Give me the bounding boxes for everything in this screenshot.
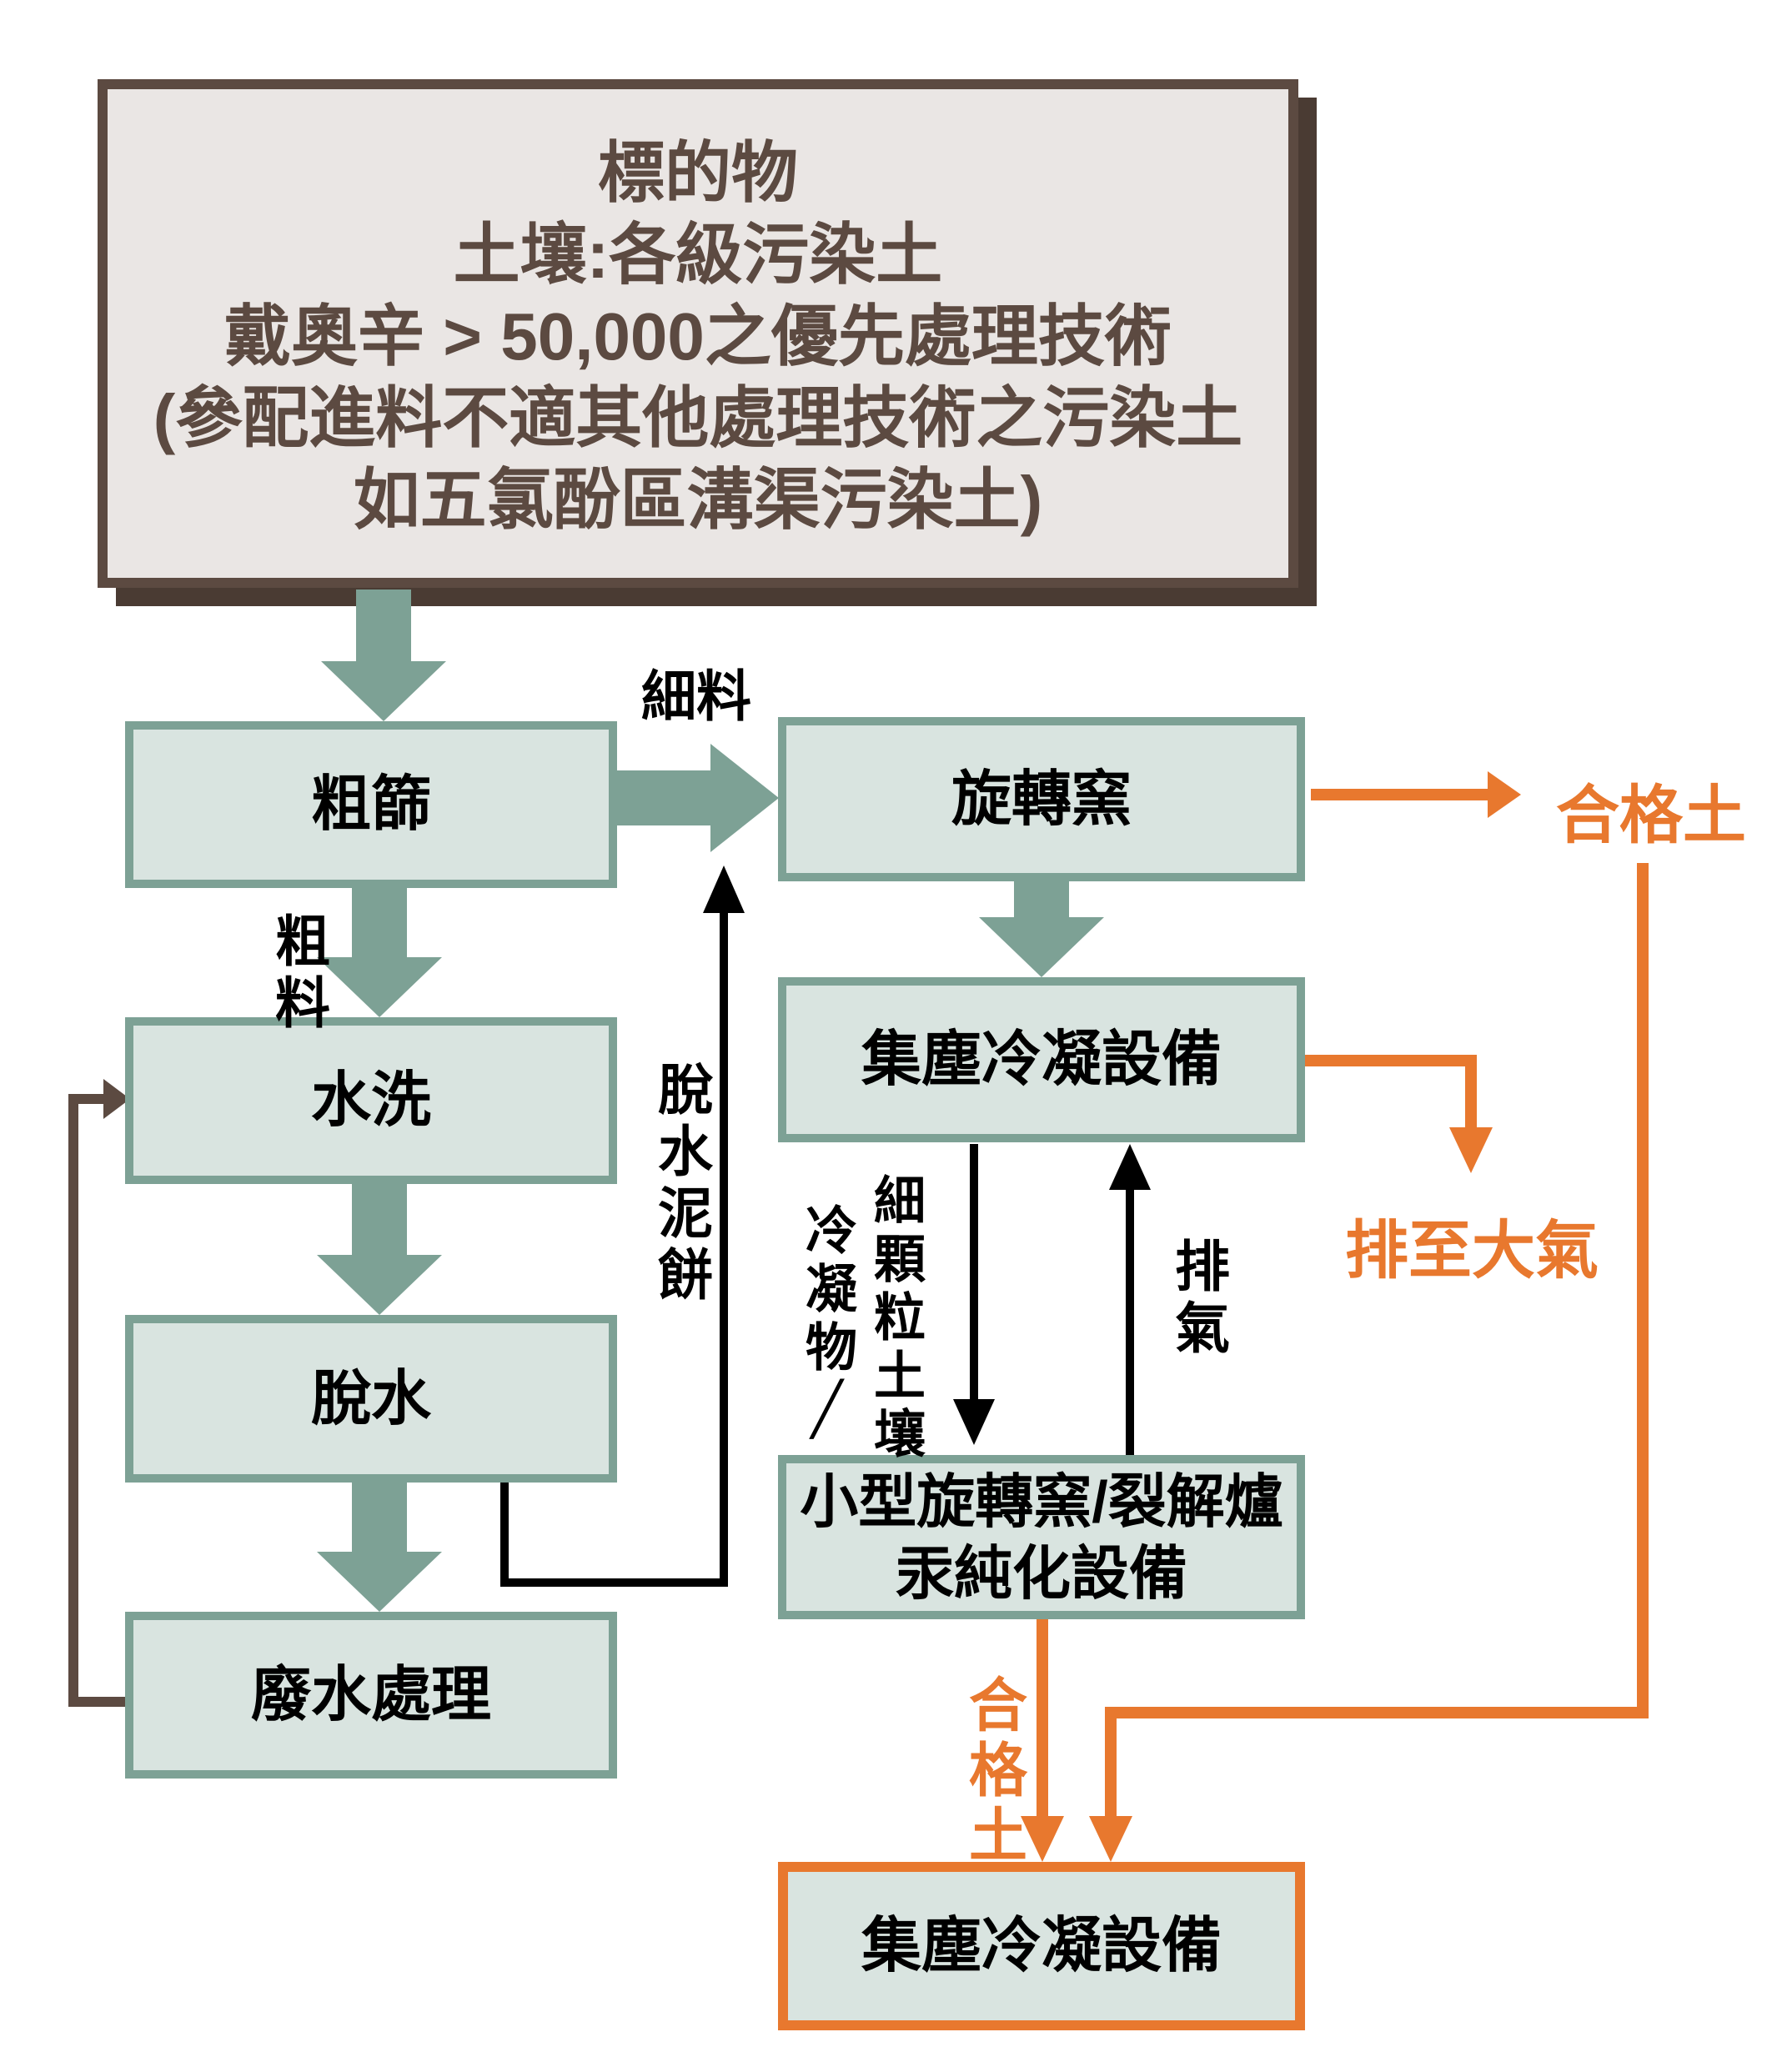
wastewater-recycle-line-bottom xyxy=(68,1697,128,1707)
arrow-coarse-screen-to-wash xyxy=(317,888,442,1017)
small-kiln-output-arrowhead xyxy=(1021,1816,1064,1862)
water-wash-label: 水洗 xyxy=(310,1067,431,1134)
condensate-line-down xyxy=(970,1144,978,1399)
rotary-kiln-box: 旋轉窯 xyxy=(778,717,1305,881)
exhaust-arrowhead-up xyxy=(1109,1144,1151,1190)
arrow-wash-to-dewater xyxy=(317,1184,442,1315)
dewater-box: 脫水 xyxy=(125,1315,617,1483)
qualified-soil-arrowhead xyxy=(1488,771,1521,818)
small-kiln-label-line1: 小型旋轉窯/裂解爐 xyxy=(800,1468,1283,1534)
exhaust-gas-label: 排氣 xyxy=(1167,1237,1229,1361)
water-wash-box: 水洗 xyxy=(125,1017,617,1184)
small-kiln-label-line2: 汞純化設備 xyxy=(896,1540,1187,1606)
arrow-dewater-to-wastewater xyxy=(317,1483,442,1612)
wastewater-recycle-line-vertical xyxy=(68,1094,78,1707)
discharge-to-atmosphere-label: 排至大氣 xyxy=(1345,1216,1599,1287)
sludge-cake-line-horizontal xyxy=(500,1578,728,1587)
qualified-soil-label-bottom: 合格土 xyxy=(961,1674,1027,1869)
title-line-3: 戴奧辛 > 50,000之優先處理技術 xyxy=(224,299,1172,374)
atmosphere-line-horizontal xyxy=(1305,1055,1477,1066)
sludge-cake-arrowhead-up xyxy=(703,865,745,913)
rotary-kiln-label: 旋轉窯 xyxy=(951,765,1132,833)
qualified-soil-arrow-shaft xyxy=(1311,789,1488,800)
coarse-material-label: 粗料 xyxy=(268,912,329,1036)
sludge-cake-line-vertical-from-dewater xyxy=(500,1483,509,1587)
qualified-soil-return-line-vertical xyxy=(1637,863,1649,1718)
arrow-coarse-screen-to-kiln-shaft xyxy=(617,770,710,825)
qualified-soil-label-top: 合格土 xyxy=(1556,780,1746,851)
title-line-5: 如五氯酚區溝渠污染土) xyxy=(353,463,1043,537)
dust-condenser-bottom-label: 集塵冷凝設備 xyxy=(861,1913,1222,1979)
atmosphere-line-vertical xyxy=(1465,1055,1477,1131)
fine-particle-soil-label: 細顆粒土壤 xyxy=(866,1173,923,1465)
qualified-soil-return-line-drop xyxy=(1105,1707,1117,1820)
dust-condenser-bottom-box: 集塵冷凝設備 xyxy=(778,1862,1305,2030)
condensate-label: 冷凝物╱ xyxy=(797,1202,855,1446)
small-kiln-mercury-box: 小型旋轉窯/裂解爐 汞純化設備 xyxy=(778,1455,1305,1619)
arrow-coarse-screen-to-kiln-head xyxy=(710,744,779,852)
title-line-1: 標的物 xyxy=(598,136,798,210)
dust-condenser-box: 集塵冷凝設備 xyxy=(778,977,1305,1142)
qualified-soil-return-arrowhead xyxy=(1089,1816,1132,1862)
coarse-screen-label: 粗篩 xyxy=(310,771,431,838)
wastewater-treatment-label: 廢水處理 xyxy=(250,1662,491,1728)
dewater-label: 脫水 xyxy=(310,1365,431,1432)
wastewater-treatment-box: 廢水處理 xyxy=(125,1612,617,1779)
title-line-2: 土壤:各級污染土 xyxy=(453,218,943,292)
fine-material-label: 細料 xyxy=(641,665,751,727)
target-material-box: 標的物 土壤:各級污染土 戴奧辛 > 50,000之優先處理技術 (參配進料不適… xyxy=(98,79,1298,588)
small-kiln-output-line xyxy=(1037,1618,1048,1818)
dust-condenser-label: 集塵冷凝設備 xyxy=(861,1026,1222,1093)
qualified-soil-return-line-horizontal xyxy=(1105,1707,1649,1718)
coarse-screen-box: 粗篩 xyxy=(125,721,617,888)
atmosphere-arrowhead xyxy=(1449,1127,1493,1173)
condensate-arrowhead-down xyxy=(953,1399,995,1445)
arrow-kiln-to-dust-condenser xyxy=(979,881,1104,977)
title-line-4: (參配進料不適其他處理技術之污染土 xyxy=(153,381,1243,455)
arrow-title-to-coarse-screen xyxy=(321,590,446,721)
exhaust-line-up xyxy=(1126,1190,1134,1455)
wastewater-recycle-line-top xyxy=(78,1094,105,1104)
dewatered-sludge-cake-label: 脫水泥餅 xyxy=(650,1061,712,1307)
sludge-cake-line-vertical-up xyxy=(720,913,728,1587)
